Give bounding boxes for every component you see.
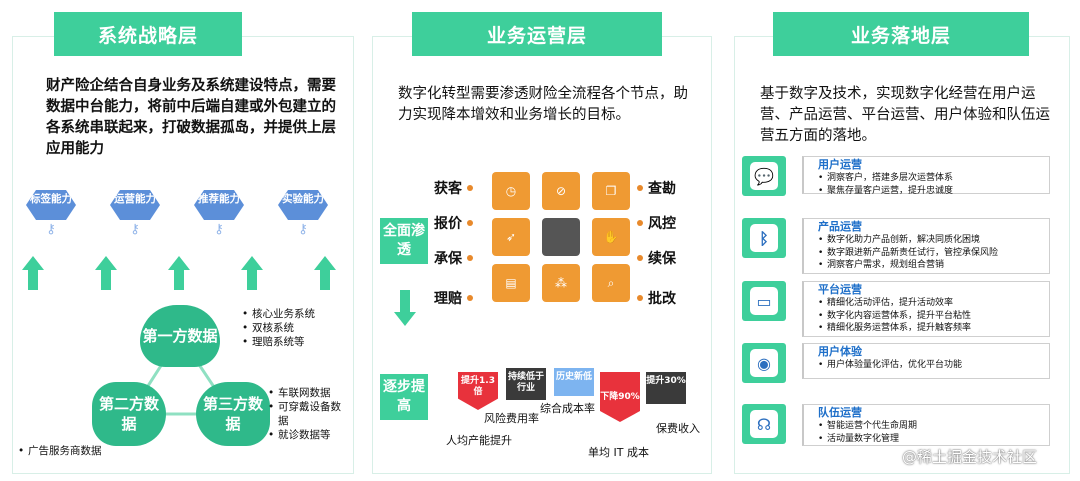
up-arrow-icon [95, 256, 117, 290]
second-party-data: 第二方数据 [92, 382, 166, 446]
data-source-connector [127, 333, 235, 416]
wechat-icon: 💬 [750, 162, 778, 190]
list-item: 理赔系统等 [242, 335, 315, 349]
list-item: 智能运营个代生命周期 [818, 420, 917, 433]
metric-bar: 历史新低 [554, 368, 594, 396]
landing-intro: 基于数字及技术，实现数字化经营在用户运营、产品运营、平台运营、用户体验和队伍运营… [760, 86, 1050, 144]
metric-label: 综合成本率 [540, 402, 595, 415]
capability-experiment: 实验能力 ⚷ [278, 190, 328, 246]
list-item: 用户体验量化评估，优化平台功能 [818, 359, 962, 372]
list-item: 洞察客户需求，规划组合营销 [818, 259, 998, 272]
key-icon: ⚷ [298, 222, 308, 237]
stage-label: 理赔 [434, 288, 478, 308]
third-party-data: 第三方数据 [196, 382, 270, 446]
list-item: 核心业务系统 [242, 307, 315, 321]
key-icon: ⚷ [214, 222, 224, 237]
metric-label: 保费收入 [656, 422, 700, 435]
card-title: 队伍运营 [818, 406, 862, 419]
down-arrow-icon [394, 290, 416, 326]
hand-icon: ✋ [592, 218, 630, 256]
headset-icon: ☊ [750, 410, 778, 438]
metric-label: 单均 IT 成本 [588, 446, 649, 459]
watermark: @稀土掘金技术社区 [902, 448, 1038, 466]
list-item: 就诊数据等 [268, 428, 344, 442]
first-party-list: 核心业务系统 双核系统 理赔系统等 [242, 307, 315, 349]
capability-label: 实验能力 [278, 190, 328, 220]
landing-card: ▭ 平台运营 精细化活动评估，提升活动效率 数字化内容运营体系，提升平台粘性 精… [742, 281, 1050, 337]
up-arrow-icon [241, 256, 263, 290]
first-party-data: 第一方数据 [140, 305, 220, 367]
stage-label: 续保 [632, 248, 676, 268]
stage-label: 风控 [632, 213, 676, 233]
stage-label: 承保 [434, 248, 478, 268]
strategy-title: 系统战略层 [54, 12, 242, 56]
landing-card: ◉ 用户体验 用户体验量化评估，优化平台功能 [742, 343, 1050, 383]
up-arrow-icon [168, 256, 190, 290]
list-item: 数字化助力产品创新，解决同质化困境 [818, 234, 998, 247]
card-title: 产品运营 [818, 220, 862, 233]
up-arrow-icon [314, 256, 336, 290]
metric-label: 人均产能提升 [446, 434, 512, 447]
strategy-intro: 财产险企结合自身业务及系统建设特点，需要数据中台能力，将前中后端自建或外包建立的… [46, 78, 336, 157]
list-item: 双核系统 [242, 321, 315, 335]
landing-card: ᛒ 产品运营 数字化助力产品创新，解决同质化困境 数字跟进新产品新责任试行，管控… [742, 218, 1050, 274]
card-title: 用户体验 [818, 345, 862, 358]
no-entry-icon: ⊘ [542, 172, 580, 210]
key-icon: ⚷ [130, 222, 140, 237]
key-icon: ⚷ [46, 222, 56, 237]
list-item: 数字化内容运营体系，提升平台粘性 [818, 310, 971, 323]
metric-bar: 提升30% [646, 372, 686, 404]
card-title: 平台运营 [818, 283, 862, 296]
landing-card: ☊ 队伍运营 智能运营个代生命周期 活动量数字化管理 [742, 404, 1050, 448]
operations-intro: 数字化转型需要渗透财险全流程各个节点，助力实现降本增效和业务增长的目标。 [398, 86, 688, 123]
stage-label: 批改 [632, 288, 676, 308]
capability-label: 标签能力 [26, 190, 76, 220]
list-item: 聚焦存量客户运营，提升忠诚度 [818, 185, 953, 198]
gradual-improve-box: 逐步提高 [380, 374, 428, 420]
full-penetration-box: 全面渗透 [380, 218, 428, 264]
landing-card: 💬 用户运营 洞察客户，搭建多层次运营体系 聚焦存量客户运营，提升忠诚度 [742, 156, 1050, 198]
capability-recommend: 推荐能力 ⚷ [194, 190, 244, 246]
network-icon: ⁂ [542, 264, 580, 302]
stage-label: 报价 [434, 213, 478, 233]
stage-label: 查勘 [632, 178, 676, 198]
camera-icon: ◉ [750, 349, 778, 377]
center-piece [542, 218, 580, 256]
card-icon: ▤ [492, 264, 530, 302]
rocket-icon: ➶ [492, 218, 530, 256]
metric-bar: 持续低于行业 [506, 368, 546, 400]
capability-label: 运营能力 [110, 190, 160, 220]
monitor-icon: ▭ [750, 287, 778, 315]
clock-icon: ◷ [492, 172, 530, 210]
up-arrow-icon [22, 256, 44, 290]
card-title: 用户运营 [818, 158, 862, 171]
list-item: 活动量数字化管理 [818, 433, 917, 446]
list-item: 广告服务商数据 [18, 444, 102, 458]
list-item: 数字跟进新产品新责任试行，管控承保风险 [818, 247, 998, 260]
list-item: 精细化服务运营体系，提升触客频率 [818, 322, 971, 335]
third-party-list: 车联网数据 可穿戴设备数据 就诊数据等 [268, 386, 344, 442]
capability-label: 推荐能力 [194, 190, 244, 220]
metric-bar: 下降90% [600, 372, 640, 422]
second-party-list: 广告服务商数据 [18, 444, 102, 458]
capability-ops: 运营能力 ⚷ [110, 190, 160, 246]
list-item: 洞察客户，搭建多层次运营体系 [818, 172, 953, 185]
capability-tag: 标签能力 ⚷ [26, 190, 76, 246]
metric-label: 风险费用率 [484, 412, 539, 425]
magnifier-icon: ⌕ [592, 264, 630, 302]
copy-icon: ❐ [592, 172, 630, 210]
list-item: 精细化活动评估，提升活动效率 [818, 297, 971, 310]
list-item: 可穿戴设备数据 [268, 400, 344, 428]
operations-title: 业务运营层 [412, 12, 662, 56]
bluetooth-icon: ᛒ [750, 224, 778, 252]
landing-title: 业务落地层 [773, 12, 1029, 56]
stage-label: 获客 [434, 178, 478, 198]
list-item: 车联网数据 [268, 386, 344, 400]
